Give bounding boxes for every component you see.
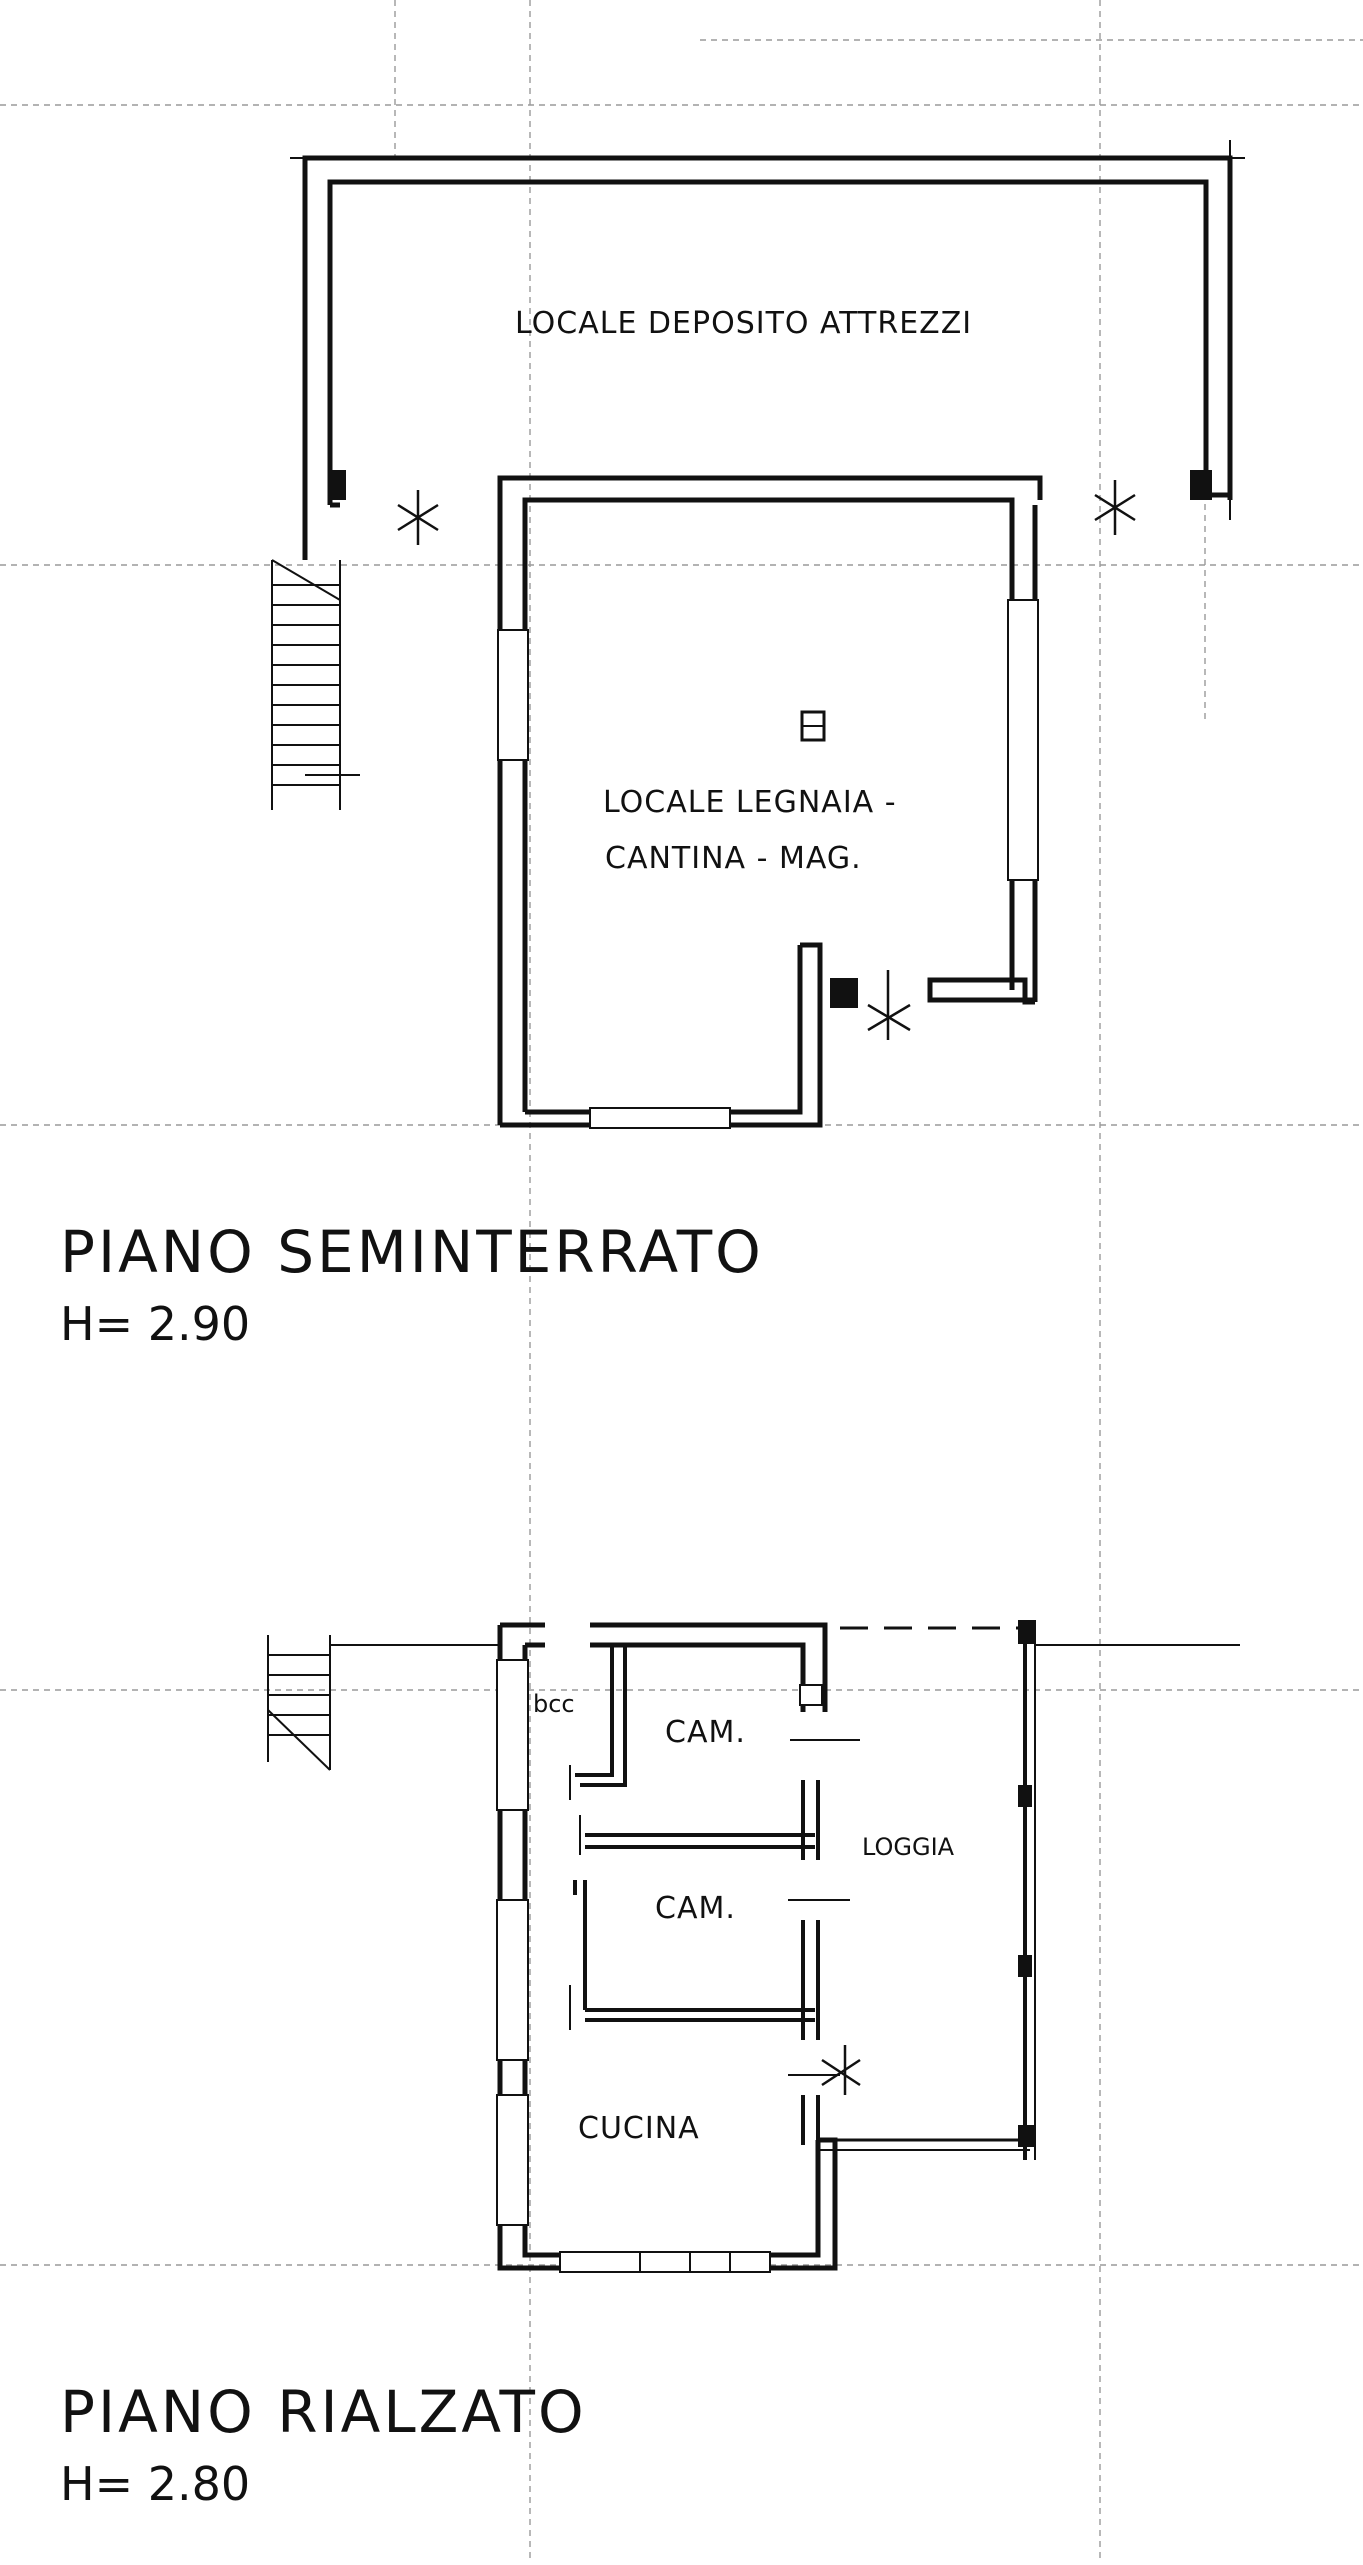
door-swing-icon [397, 490, 439, 545]
door-swing-icon [821, 2045, 861, 2095]
basement-wall-stub-left [328, 470, 346, 500]
door-swing-icon [1094, 480, 1136, 535]
ground-door-lines [569, 1739, 860, 2076]
basement-floor-height: H= 2.90 [60, 1297, 250, 1351]
basement-storage-walls [290, 140, 1245, 560]
storage-room-label: LOCALE DEPOSITO ATTREZZI [515, 306, 972, 341]
loggia-column-markers [1018, 1620, 1036, 2147]
basement-floor-title: PIANO SEMINTERRATO [60, 1218, 764, 1286]
basement-wall-stub [830, 978, 858, 1008]
bathroom-label: bcc [533, 1690, 575, 1718]
ground-windows [496, 1659, 823, 2273]
basement-wall-stub-right [1190, 470, 1212, 500]
bedroom1-label: CAM. [665, 1715, 746, 1750]
ground-floor-title: PIANO RIALZATO [60, 2378, 587, 2446]
door-swing-icon [867, 970, 911, 1040]
ground-floor-height: H= 2.80 [60, 2457, 250, 2511]
loggia-outline [818, 1626, 1240, 2160]
bedroom2-label: CAM. [655, 1891, 736, 1926]
loggia-label: LOGGIA [862, 1833, 955, 1861]
woodshed-label-line2: CANTINA - MAG. [605, 841, 862, 876]
basement-staircase [271, 559, 360, 810]
woodshed-label-line1: LOCALE LEGNAIA - [603, 785, 897, 820]
ground-staircase [267, 1635, 500, 1771]
ground-interior-walls [573, 1645, 820, 2145]
kitchen-label: CUCINA [578, 2111, 700, 2146]
basement-windows [497, 599, 1039, 1129]
